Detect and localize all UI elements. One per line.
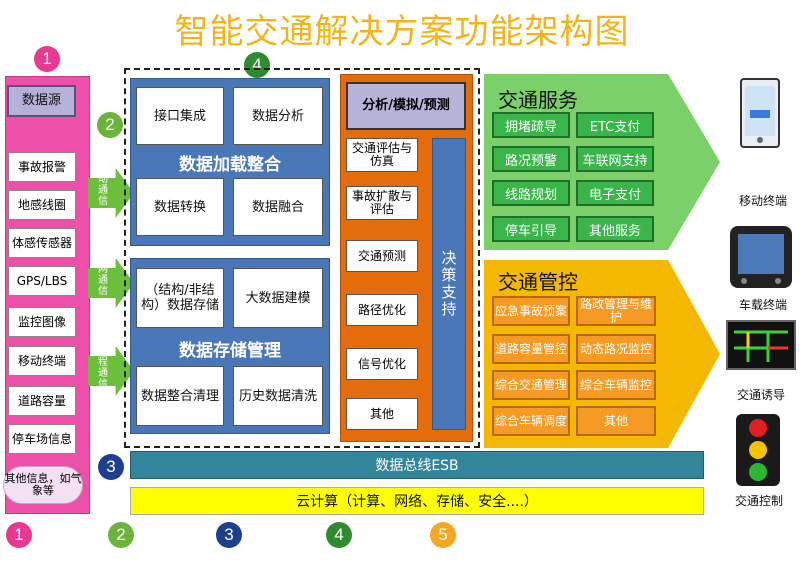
service-button: 停车引导 xyxy=(492,216,570,242)
arrow-short-label: 短程通信 xyxy=(98,346,108,390)
marker-3-left: 3 xyxy=(98,454,124,480)
arrow-mobile-label: 移动通信 xyxy=(98,163,108,207)
storage-data-cleanup: 数据整合清理 xyxy=(136,366,224,426)
device-label-control: 交通控制 xyxy=(734,494,783,508)
loading-data-analysis: 数据分析 xyxy=(233,87,323,145)
marker-4-bottom: 4 xyxy=(326,522,352,548)
management-button: 综合车辆调度 xyxy=(492,406,570,436)
loading-data-fusion: 数据融合 xyxy=(233,178,323,236)
datasource-header: 数据源 xyxy=(7,85,76,117)
datasource-item: 地感线圈 xyxy=(8,190,76,220)
analysis-item: 路径优化 xyxy=(346,294,418,326)
datasource-item: GPS/LBS xyxy=(8,266,76,296)
management-title: 交通管控 xyxy=(498,270,578,294)
analysis-item: 交通预测 xyxy=(346,240,418,272)
storage-history-cleanse: 历史数据清洗 xyxy=(233,366,323,426)
service-button: 路况预警 xyxy=(492,146,570,172)
marker-2-top: 2 xyxy=(97,112,123,138)
service-title: 交通服务 xyxy=(498,88,578,112)
storage-data-store: （结构/非结构）数据存储 xyxy=(136,268,224,328)
marker-5-bottom: 5 xyxy=(430,522,456,548)
marker-4-top: 4 xyxy=(244,52,270,78)
loading-interface-integration: 接口集成 xyxy=(136,87,224,145)
storage-title: 数据存储管理 xyxy=(179,341,281,361)
datasource-item: 停车场信息 xyxy=(8,424,76,454)
car-terminal-icon xyxy=(730,226,792,288)
platform-dashed-frame xyxy=(124,68,480,448)
analysis-item: 其他 xyxy=(346,398,418,430)
loading-title: 数据加载整合 xyxy=(179,155,281,175)
management-button: 应急事故预案 xyxy=(492,296,570,326)
marker-3-bottom: 3 xyxy=(216,522,242,548)
page-title: 智能交通解决方案功能架构图 xyxy=(174,12,630,52)
datasource-item: 移动终端 xyxy=(8,346,76,376)
service-button: 车联网支持 xyxy=(576,146,654,172)
management-button: 路政管理与维护 xyxy=(576,296,656,326)
esb-bar: 数据总线ESB xyxy=(130,451,704,479)
service-button: 其他服务 xyxy=(576,216,654,242)
traffic-light-icon xyxy=(736,414,780,486)
marker-2-bottom: 2 xyxy=(108,522,134,548)
analysis-item: 事故扩散与评估 xyxy=(346,186,418,220)
storage-big-data-model: 大数据建模 xyxy=(233,268,323,328)
loading-data-conversion: 数据转换 xyxy=(136,178,224,236)
management-button: 道路容量管控 xyxy=(492,334,570,364)
marker-1-top: 1 xyxy=(34,46,60,72)
arrow-fixed-label: 固网通信 xyxy=(98,253,108,297)
service-button: 线路规划 xyxy=(492,180,570,206)
device-label-car: 车载终端 xyxy=(738,298,787,312)
datasource-item: 事故报警 xyxy=(8,152,76,182)
datasource-item: 体感传感器 xyxy=(8,228,76,258)
mobile-phone-icon xyxy=(740,78,780,148)
management-button: 动态路况监控 xyxy=(576,334,656,364)
decision-support: 决策支持 xyxy=(432,138,466,430)
analysis-item: 信号优化 xyxy=(346,348,418,380)
marker-1-bottom: 1 xyxy=(6,522,32,548)
datasource-other-cloud: 其他信息，如气象等 xyxy=(3,466,83,504)
service-button: ETC支付 xyxy=(576,112,654,138)
device-label-mobile: 移动终端 xyxy=(738,194,787,208)
management-button: 综合车辆监控 xyxy=(576,370,656,400)
analysis-header: 分析/模拟/预测 xyxy=(346,82,466,130)
management-button: 其他 xyxy=(576,406,656,436)
datasource-item: 道路容量 xyxy=(8,386,76,416)
device-label-guidance: 交通诱导 xyxy=(736,388,785,402)
service-button: 拥堵疏导 xyxy=(492,112,570,138)
cloud-computing-bar: 云计算（计算、网络、存储、安全....） xyxy=(130,487,704,515)
service-button: 电子支付 xyxy=(576,180,654,206)
datasource-item: 监控图像 xyxy=(8,307,76,337)
traffic-guidance-board-icon xyxy=(726,320,796,370)
management-button: 综合交通管理 xyxy=(492,370,570,400)
analysis-item: 交通评估与仿真 xyxy=(346,138,418,172)
